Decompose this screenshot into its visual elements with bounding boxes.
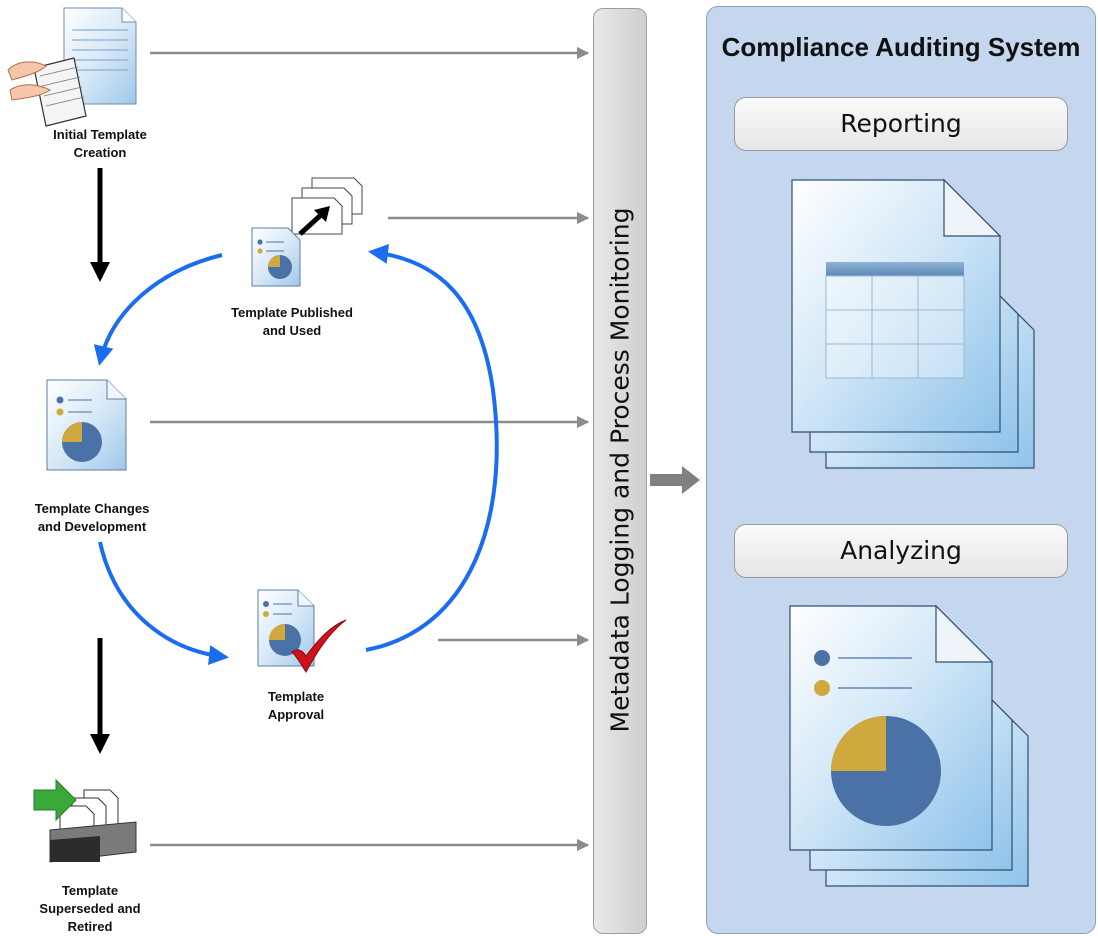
stage-label-retired: Template Superseded and Retired xyxy=(39,883,141,934)
cycle-arrow-published-to-changes xyxy=(93,253,223,366)
archive-tray-icon xyxy=(33,778,137,863)
stage-label-approval: Template Approval xyxy=(267,689,325,722)
monitoring-bar xyxy=(593,8,647,934)
cycle-arrow-approval-to-published xyxy=(365,243,499,652)
monitoring-to-system-arrow xyxy=(650,466,700,494)
compliance-system-title: Compliance Auditing System xyxy=(721,32,1081,62)
monitoring-label: Metadata Logging and Process Monitoring xyxy=(605,207,635,733)
feed-arrows xyxy=(150,46,590,852)
cycle-arrow-changes-to-approval xyxy=(98,541,229,666)
pie-document-icon xyxy=(46,379,127,471)
approved-document-icon xyxy=(257,589,347,673)
pie-report-icon xyxy=(789,604,1029,887)
stage-label-initial: Initial Template Creation xyxy=(53,127,147,160)
table-report-icon xyxy=(791,178,1035,469)
stage-label-published: Template Published and Used xyxy=(231,305,353,338)
analyzing-pill: Analyzing xyxy=(734,524,1068,578)
keyboard-document-icon xyxy=(7,7,137,127)
stage-label-changes: Template Changes and Development xyxy=(34,501,150,534)
reporting-pill: Reporting xyxy=(734,97,1068,151)
publish-document-icon xyxy=(251,177,363,287)
